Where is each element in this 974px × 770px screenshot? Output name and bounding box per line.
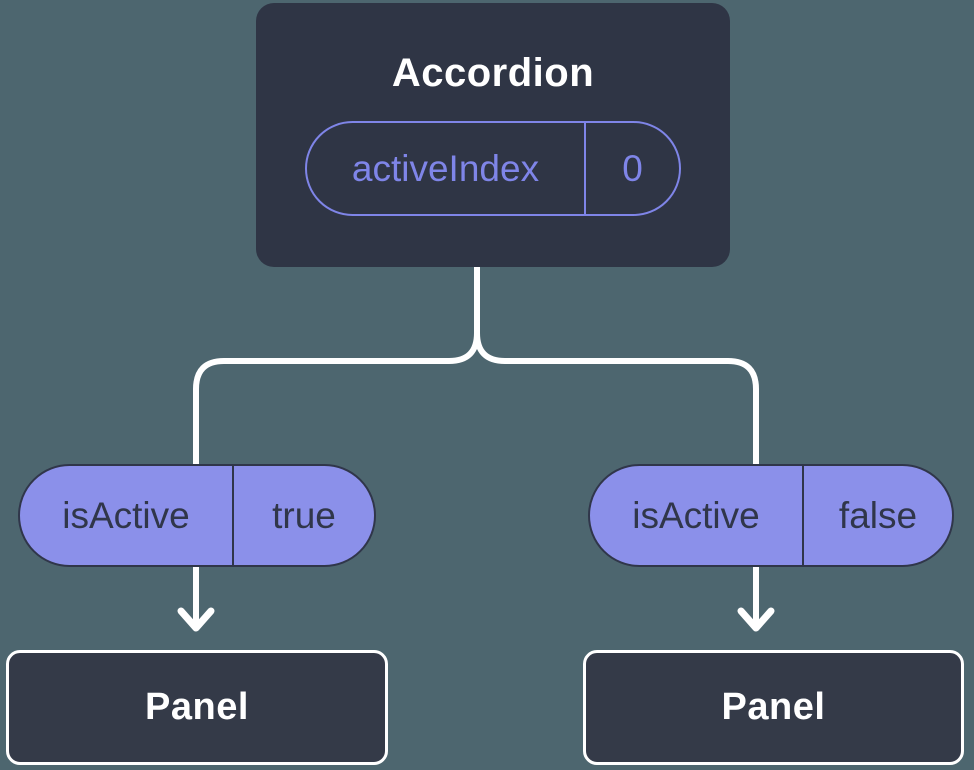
connector-left-branch [193, 263, 480, 629]
arrow-down-icon-left [177, 607, 215, 632]
panel-node-left: Panel [6, 650, 388, 765]
accordion-node-title: Accordion [391, 51, 595, 95]
panel-node-right: Panel [583, 650, 964, 765]
is-active-false-pill: isActive false [588, 464, 954, 567]
arrow-down-icon-right [737, 607, 775, 632]
prop-name-label: activeIndex [351, 147, 540, 189]
panel-node-title: Panel [145, 686, 249, 728]
prop-value-label: true [232, 466, 374, 565]
accordion-node: Accordion activeIndex 0 [256, 3, 730, 267]
prop-name-label: isActive [632, 494, 760, 536]
prop-value-label: 0 [584, 123, 679, 214]
connector-right-branch [474, 263, 759, 629]
panel-node-title: Panel [721, 686, 826, 728]
prop-name-label: isActive [62, 494, 190, 536]
prop-value-label: false [802, 466, 952, 565]
active-index-prop-pill: activeIndex 0 [305, 121, 681, 216]
is-active-true-pill: isActive true [18, 464, 376, 567]
